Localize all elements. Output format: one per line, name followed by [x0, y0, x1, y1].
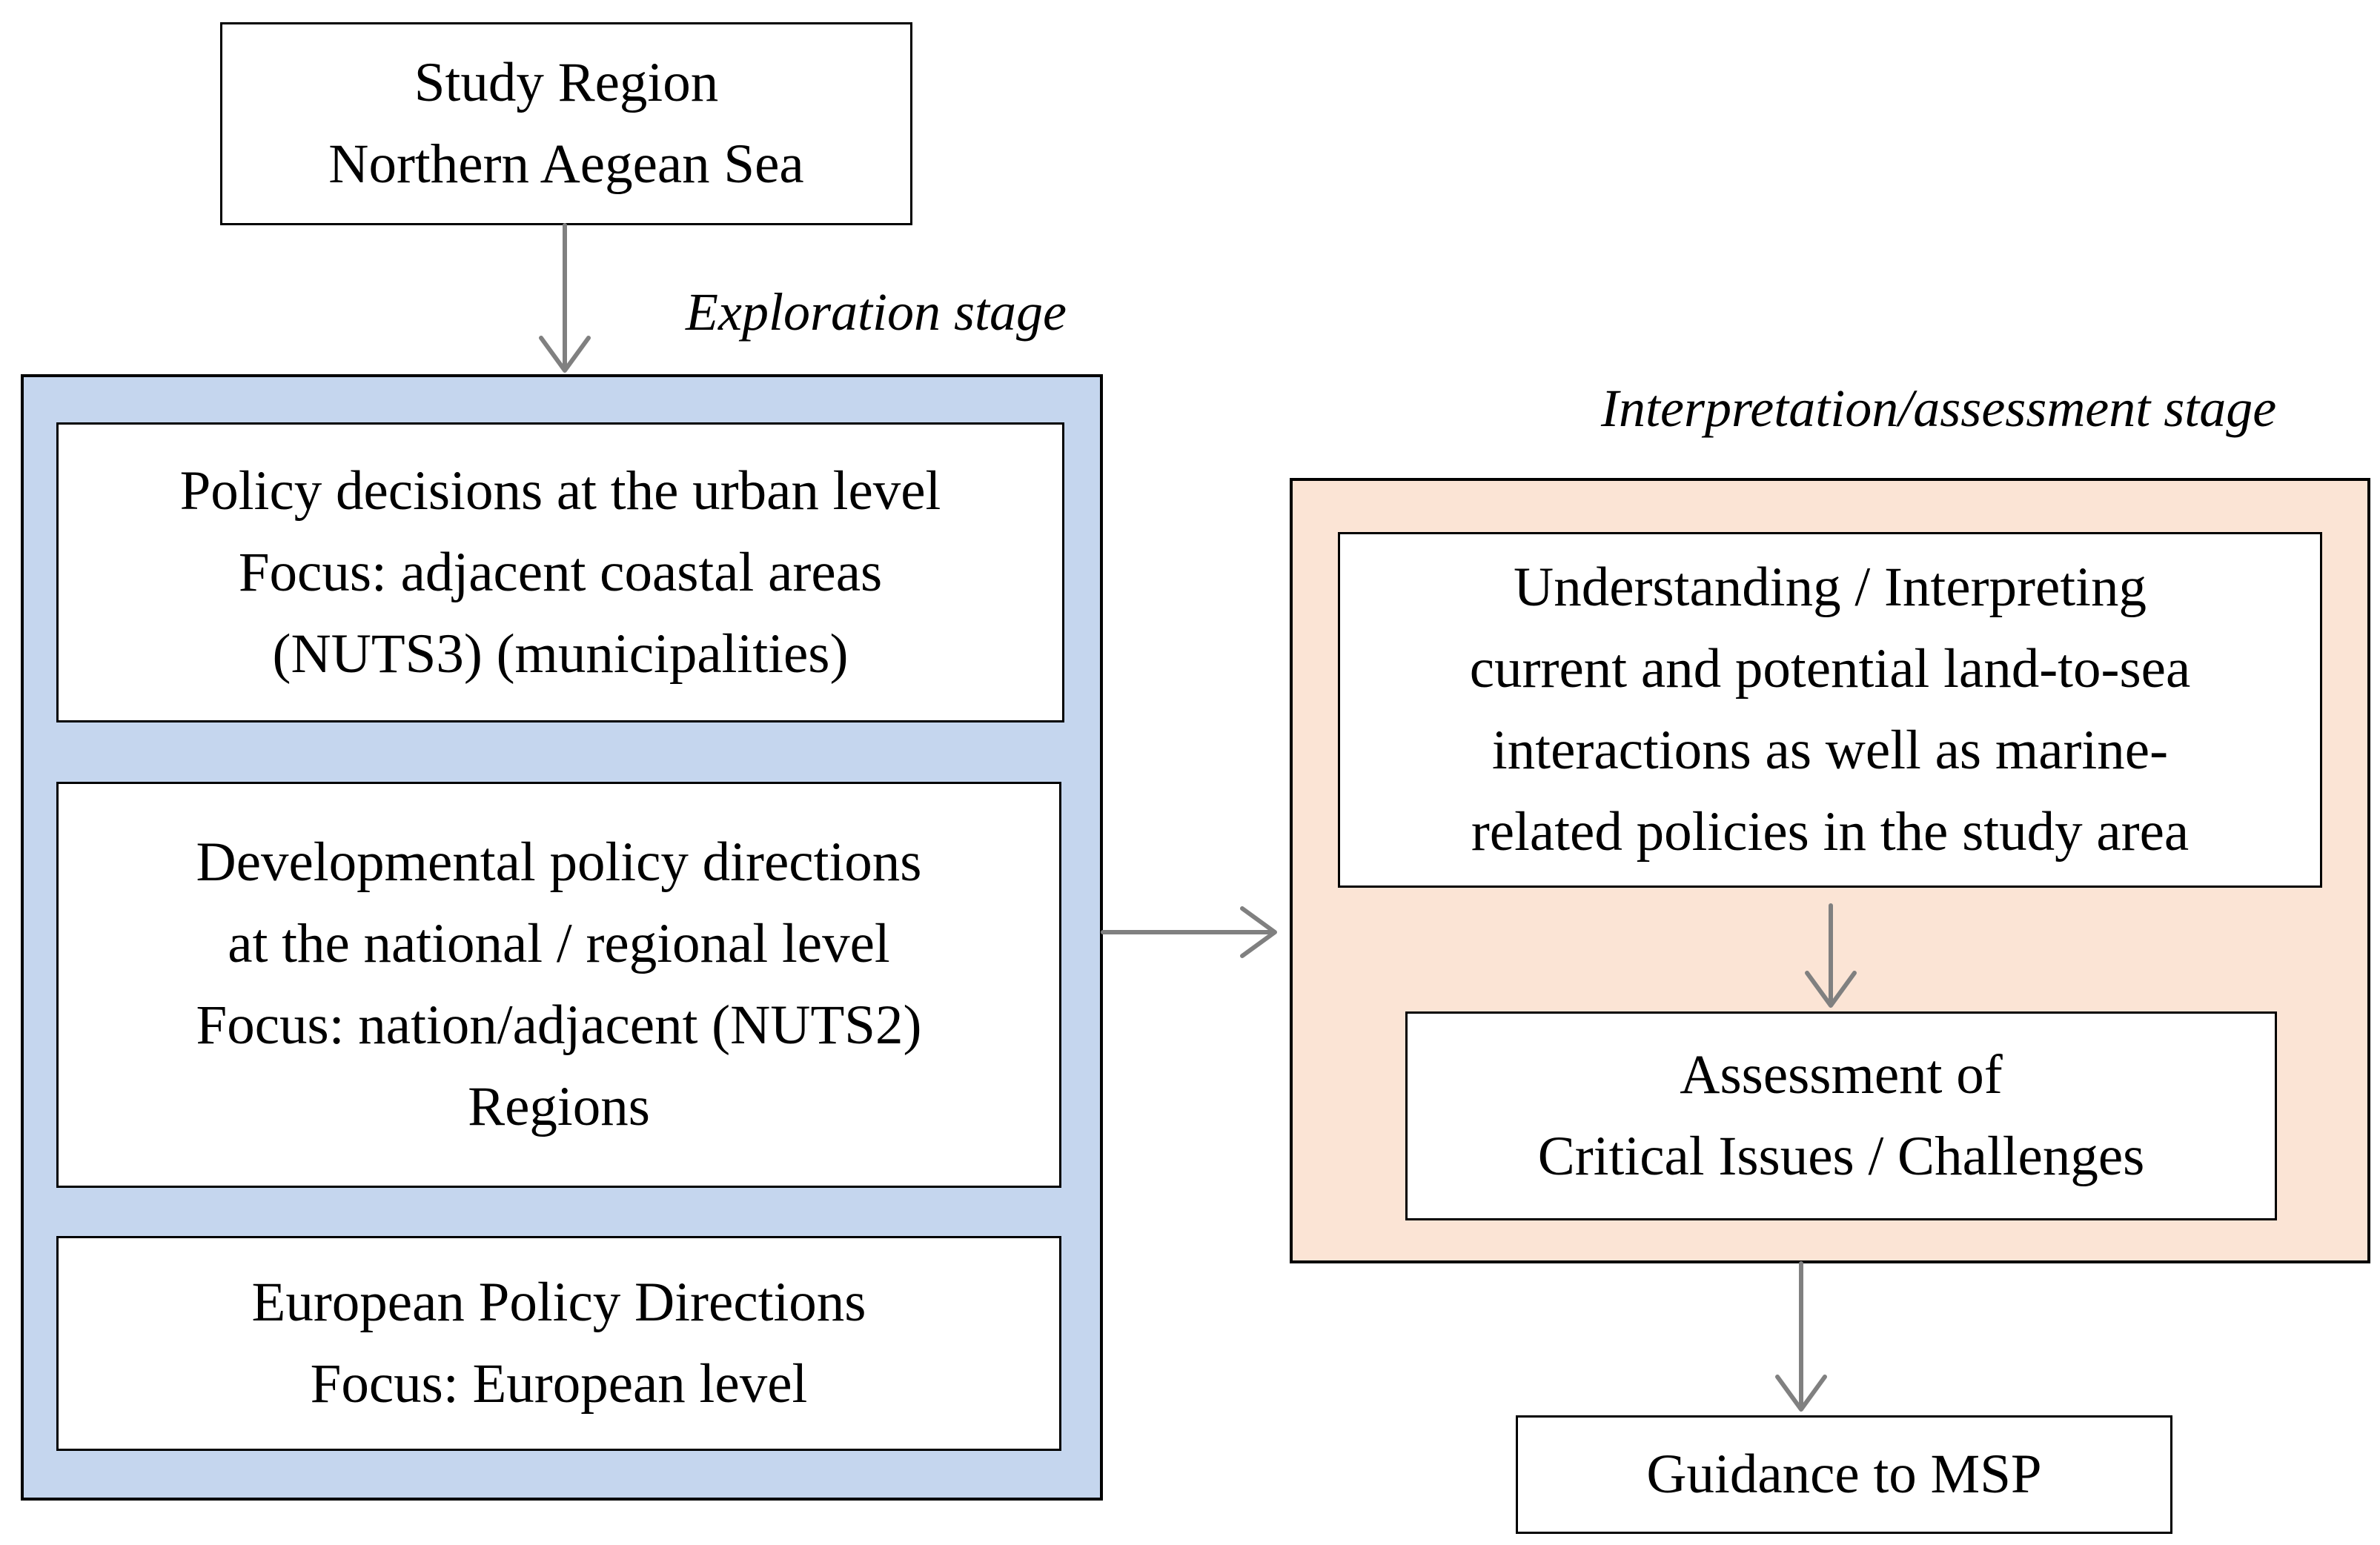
arrow-exploration-to-interpretation [1101, 906, 1277, 958]
understanding-line: current and potential land-to-sea [1469, 638, 2191, 700]
study-region-line: Northern Aegean Sea [328, 133, 804, 195]
study-region-box: Study Region Northern Aegean Sea [220, 22, 912, 225]
urban-policy-box: Policy decisions at the urban level Focu… [56, 422, 1064, 722]
understanding-line: interactions as well as marine- [1491, 720, 2169, 781]
urban-policy-line: Focus: adjacent coastal areas [238, 541, 883, 603]
study-region-line: Study Region [414, 52, 719, 113]
assessment-box: Assessment of Critical Issues / Challeng… [1405, 1011, 2277, 1220]
understanding-line: related policies in the study area [1471, 801, 2190, 863]
european-policy-box: European Policy Directions Focus: Europe… [56, 1236, 1061, 1451]
understanding-box: Understanding / Interpreting current and… [1338, 532, 2322, 888]
arrow-understanding-to-assessment [1805, 903, 1857, 1008]
national-policy-line: Regions [468, 1076, 650, 1137]
interpretation-stage-label: Interpretation/assessment stage [1601, 379, 2277, 438]
national-policy-line: at the national / regional level [228, 913, 890, 974]
national-regional-policy-box: Developmental policy directions at the n… [56, 782, 1061, 1188]
exploration-stage-label: Exploration stage [686, 282, 1067, 342]
urban-policy-line: (NUTS3) (municipalities) [272, 622, 849, 685]
arrow-interpretation-to-guidance [1775, 1261, 1827, 1412]
assessment-line: Assessment of [1680, 1044, 2003, 1106]
urban-policy-line: Policy decisions at the urban level [179, 459, 941, 522]
guidance-line: Guidance to MSP [1646, 1443, 2042, 1505]
assessment-line: Critical Issues / Challenges [1537, 1126, 2145, 1187]
national-policy-line: Developmental policy directions [196, 831, 922, 893]
arrow-study-to-exploration [539, 223, 591, 373]
national-policy-line: Focus: nation/adjacent (NUTS2) [196, 994, 922, 1056]
guidance-box: Guidance to MSP [1516, 1415, 2172, 1534]
european-policy-line: European Policy Directions [251, 1272, 866, 1333]
understanding-line: Understanding / Interpreting [1514, 556, 2147, 618]
european-policy-line: Focus: European level [310, 1353, 808, 1415]
